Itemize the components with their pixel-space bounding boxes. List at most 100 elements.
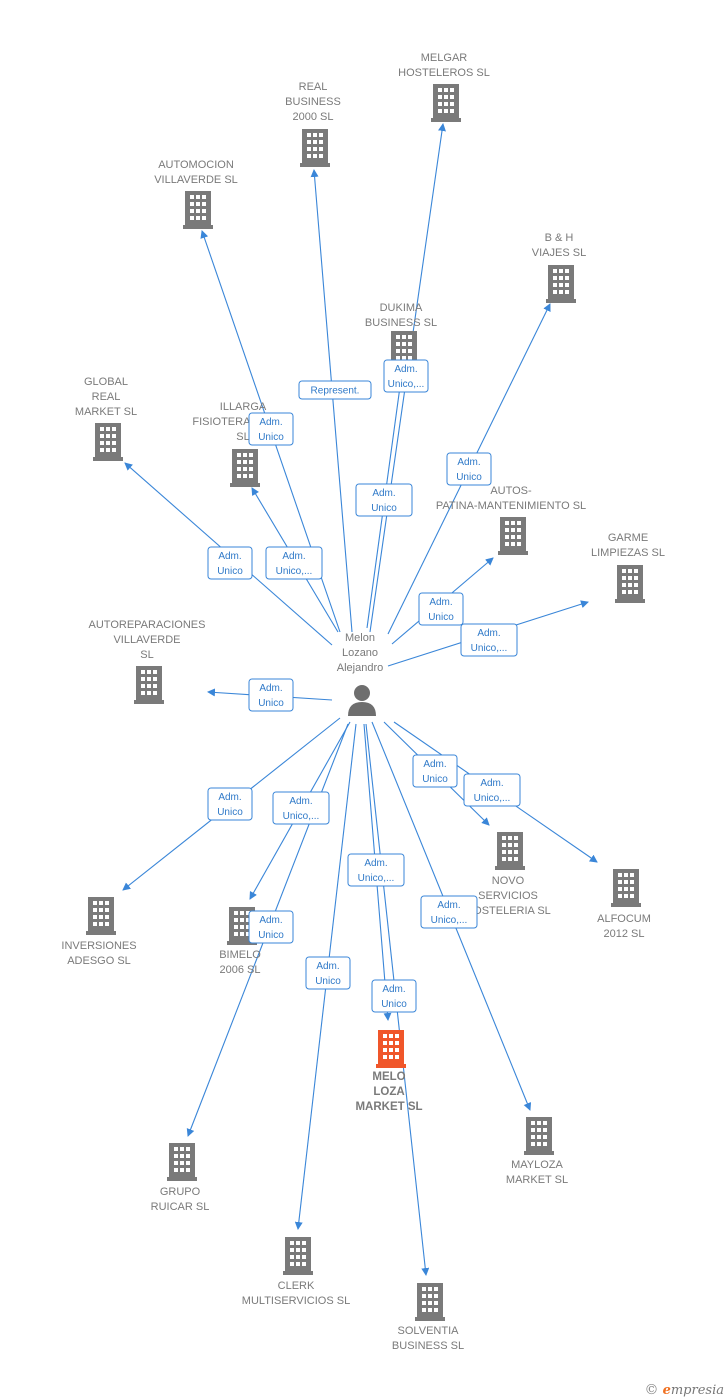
company-name-line: RUICAR SL xyxy=(151,1201,210,1213)
company-name-line: BIMELO xyxy=(219,949,261,961)
company-name-line: DUKIMA xyxy=(380,302,423,314)
relation-label-dukima[interactable]: Adm.Unico xyxy=(355,483,413,517)
relation-box xyxy=(446,452,492,486)
company-name-line: NOVO xyxy=(492,875,525,887)
company-name-line: MARKET SL xyxy=(75,406,137,418)
building-icon xyxy=(134,666,164,704)
company-name-line: AUTOMOCION xyxy=(158,159,234,171)
relation-label-alfocum[interactable]: Adm. Unico,... xyxy=(463,773,521,807)
company-name-line: VILLAVERDE SL xyxy=(154,174,238,186)
company-name-line: B & H xyxy=(545,232,574,244)
company-name-line: AUTOS- xyxy=(490,485,532,497)
relation-label-inversiones[interactable]: Adm.Unico xyxy=(207,787,253,821)
relation-label-novo[interactable]: Adm.Unico xyxy=(412,754,458,788)
relation-label-garme[interactable]: Adm.Unico,... xyxy=(460,623,518,657)
building-icon xyxy=(230,449,260,487)
building-icon xyxy=(300,129,330,167)
relation-label-grupo-ruicar[interactable]: Adm.Unico xyxy=(248,910,294,944)
relation-text: Unico,... xyxy=(388,379,425,390)
relation-label-clerk[interactable]: Adm.Unico xyxy=(305,956,351,990)
relation-text: Adm. xyxy=(218,551,241,562)
relation-label-illarga[interactable]: Adm.Unico,... xyxy=(265,546,323,580)
relation-text: Adm. xyxy=(259,915,282,926)
company-name-line: SL xyxy=(140,649,153,661)
company-name-line: 2006 SL xyxy=(220,964,261,976)
company-name-line: MELO xyxy=(372,1071,405,1083)
company-node-bh-viajes[interactable]: B & H VIAJES SL xyxy=(532,232,586,303)
company-node-bimelo[interactable]: BIMELO 2006 SL xyxy=(219,907,261,976)
relation-text: Unico xyxy=(381,999,407,1010)
company-node-automocion[interactable]: AUTOMOCION VILLAVERDE SL xyxy=(154,159,238,229)
relation-text: Unico xyxy=(217,566,243,577)
person-icon xyxy=(348,685,376,716)
company-name-line: VIAJES SL xyxy=(532,247,586,259)
company-name-line: GARME xyxy=(608,532,648,544)
relation-box xyxy=(420,895,478,929)
building-icon xyxy=(167,1143,197,1181)
person-name-line-3: Alejandro xyxy=(337,662,383,674)
company-name-line: PATINA-MANTENIMIENTO SL xyxy=(436,500,586,512)
company-node-autos-patina[interactable]: AUTOS- PATINA-MANTENIMIENTO SL xyxy=(436,485,586,555)
center-person[interactable]: Melon Lozano Alejandro xyxy=(337,632,383,716)
relation-label-autoreparaciones[interactable]: Adm.Unico xyxy=(248,678,294,712)
company-name-line: BUSINESS SL xyxy=(365,317,437,329)
company-name-line: HOSTELEROS SL xyxy=(398,67,490,79)
relation-box xyxy=(412,754,458,788)
building-icon xyxy=(495,832,525,870)
company-name-line: REAL xyxy=(299,81,328,93)
relation-text: Adm. xyxy=(218,792,241,803)
company-name-line: SERVICIOS xyxy=(478,890,538,902)
relation-label-melo-loza[interactable]: Adm.Unico,... xyxy=(347,853,405,887)
relation-label-global-real[interactable]: Adm. Unico xyxy=(207,546,253,580)
relation-text: Unico,... xyxy=(358,873,395,884)
relation-box xyxy=(347,853,405,887)
building-icon xyxy=(86,897,116,935)
relation-label-mayloza[interactable]: Adm.Unico,... xyxy=(420,895,478,929)
relation-text: Unico,... xyxy=(474,793,511,804)
relation-label-bh-viajes[interactable]: Adm.Unico xyxy=(446,452,492,486)
person-name-line-1: Melon xyxy=(345,632,375,644)
building-icon xyxy=(183,191,213,229)
building-icon xyxy=(283,1237,313,1275)
relation-box xyxy=(355,483,413,517)
relation-text: Adm. xyxy=(382,984,405,995)
relation-text: Unico xyxy=(258,698,284,709)
relation-label-real-business[interactable]: Represent. xyxy=(298,380,372,400)
company-name-line: ADESGO SL xyxy=(67,955,131,967)
relation-label-melgar[interactable]: Adm.Unico,... xyxy=(383,359,429,393)
company-name-line: 2000 SL xyxy=(293,111,334,123)
company-name-line: SOLVENTIA xyxy=(398,1325,460,1337)
company-name-line: LOZA xyxy=(373,1086,404,1098)
relation-label-bimelo[interactable]: Adm.Unico,... xyxy=(272,791,330,825)
relation-text: Unico xyxy=(371,503,397,514)
relation-label-solventia[interactable]: Adm. Unico xyxy=(371,979,417,1013)
company-name-line: MULTISERVICIOS SL xyxy=(242,1295,350,1307)
relation-box xyxy=(298,380,372,400)
company-name-line: REAL xyxy=(92,391,121,403)
relation-box xyxy=(383,359,429,393)
company-name-line: VILLAVERDE xyxy=(113,634,180,646)
relation-text: Unico,... xyxy=(431,915,468,926)
relation-label-autos-patina[interactable]: Adm.Unico xyxy=(418,592,464,626)
relation-box xyxy=(265,546,323,580)
relation-label-automocion[interactable]: Adm.Unico xyxy=(248,412,294,446)
building-icon xyxy=(611,869,641,907)
company-name-line: MAYLOZA xyxy=(511,1159,563,1171)
relation-text: Adm. xyxy=(480,778,503,789)
relation-text: Unico xyxy=(456,472,482,483)
company-node-dukima[interactable]: DUKIMA BUSINESS SL xyxy=(365,302,437,369)
